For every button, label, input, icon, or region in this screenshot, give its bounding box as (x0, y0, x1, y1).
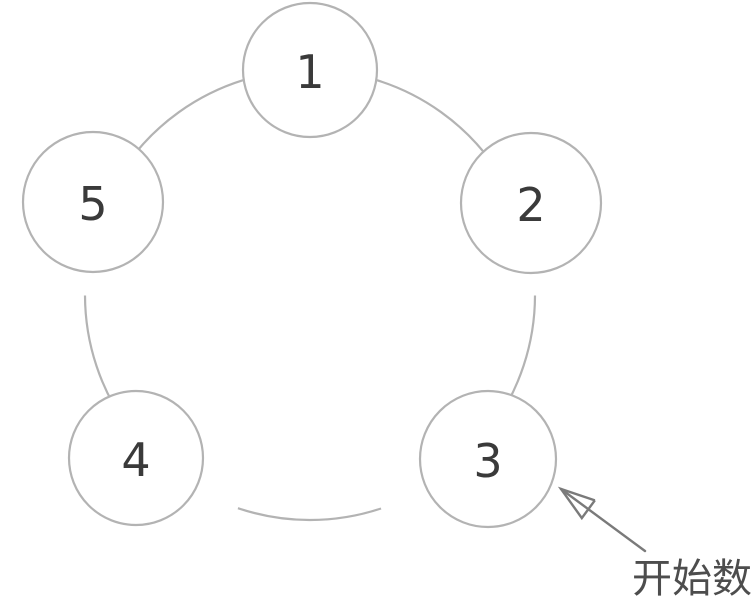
node-circle-3[interactable] (418, 389, 558, 529)
node-3[interactable]: 3 (418, 389, 558, 529)
node-group: 1 2 3 4 5 (21, 1, 603, 529)
node-label-5: 5 (78, 177, 107, 231)
ring-arc-1-to-2 (376, 79, 493, 163)
node-circle-1[interactable] (241, 1, 379, 139)
node-label-2: 2 (516, 178, 545, 232)
annotation-label: 开始数 (632, 556, 751, 602)
node-5[interactable]: 5 (21, 130, 165, 274)
node-label-1: 1 (295, 45, 324, 99)
node-label-3: 3 (473, 434, 502, 488)
node-1[interactable]: 1 (241, 1, 379, 139)
node-circle-5[interactable] (21, 130, 165, 274)
annotation-arrow (557, 486, 647, 553)
node-4[interactable]: 4 (67, 389, 205, 527)
ring-arc-3-to-4 (237, 507, 382, 522)
ring-arc-5-to-1 (127, 79, 244, 163)
node-circle-4[interactable] (67, 389, 205, 527)
node-label-4: 4 (121, 433, 150, 487)
node-circle-2[interactable] (459, 131, 603, 275)
arrow-shaft (559, 487, 647, 553)
arrowhead-icon (557, 486, 596, 521)
node-2[interactable]: 2 (459, 131, 603, 275)
